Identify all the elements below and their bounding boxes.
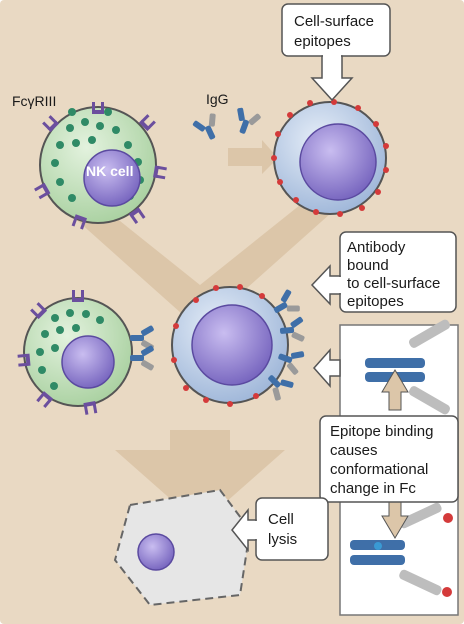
callout-cell-surface-epitopes: Cell-surface epitopes xyxy=(281,3,391,102)
antibody-line-2: bound xyxy=(347,257,389,274)
callout-epitope-binding: Epitope binding causes conformational ch… xyxy=(319,415,459,503)
epitopes-top xyxy=(271,99,389,217)
epitope-line-1: Epitope binding xyxy=(330,423,433,440)
epitopes-middle xyxy=(171,284,265,407)
flow-arrow-converge xyxy=(60,205,340,330)
epitopes-line-2: epitopes xyxy=(294,33,351,50)
target-nucleus-middle xyxy=(191,304,273,386)
antibody-line-1: Antibody xyxy=(347,239,406,256)
target-nucleus xyxy=(299,123,377,201)
lysed-cell xyxy=(113,488,252,607)
epitopes-line-1: Cell-surface xyxy=(294,13,374,30)
nk-nucleus-middle xyxy=(61,335,115,389)
panel-arrow-up xyxy=(381,369,409,411)
target-cell-middle xyxy=(171,284,307,407)
flow-arrow-down xyxy=(115,430,285,525)
callout-cell-lysis: Cell lysis xyxy=(231,497,329,561)
antibody-line-3: to cell-surface xyxy=(347,275,440,292)
epitope-line-4: change in Fc xyxy=(330,480,416,497)
target-cell-top xyxy=(271,99,389,217)
nk-nucleus xyxy=(83,149,141,207)
antibody-closeup-1 xyxy=(365,319,451,415)
lysis-line-1: Cell xyxy=(268,511,294,528)
epitope-line-2: causes xyxy=(330,442,378,459)
fc-receptor-label: FcγRIII xyxy=(12,93,56,109)
nk-cell-top xyxy=(34,102,167,230)
antibody-line-4: epitopes xyxy=(347,293,404,310)
nk-cell-label: NK cell xyxy=(86,163,133,179)
igg-label: IgG xyxy=(206,91,229,107)
flow-arrow-right xyxy=(228,140,278,174)
panel-pointer-arrow xyxy=(312,348,341,388)
nk-cell-middle xyxy=(17,290,133,415)
epitope-line-3: conformational xyxy=(330,461,428,478)
lysis-line-2: lysis xyxy=(268,531,297,548)
callout-antibody-bound: Antibody bound to cell-surface epitopes xyxy=(310,231,457,313)
nk-granules-middle xyxy=(36,309,104,390)
antibody-closeup-2 xyxy=(350,502,453,597)
